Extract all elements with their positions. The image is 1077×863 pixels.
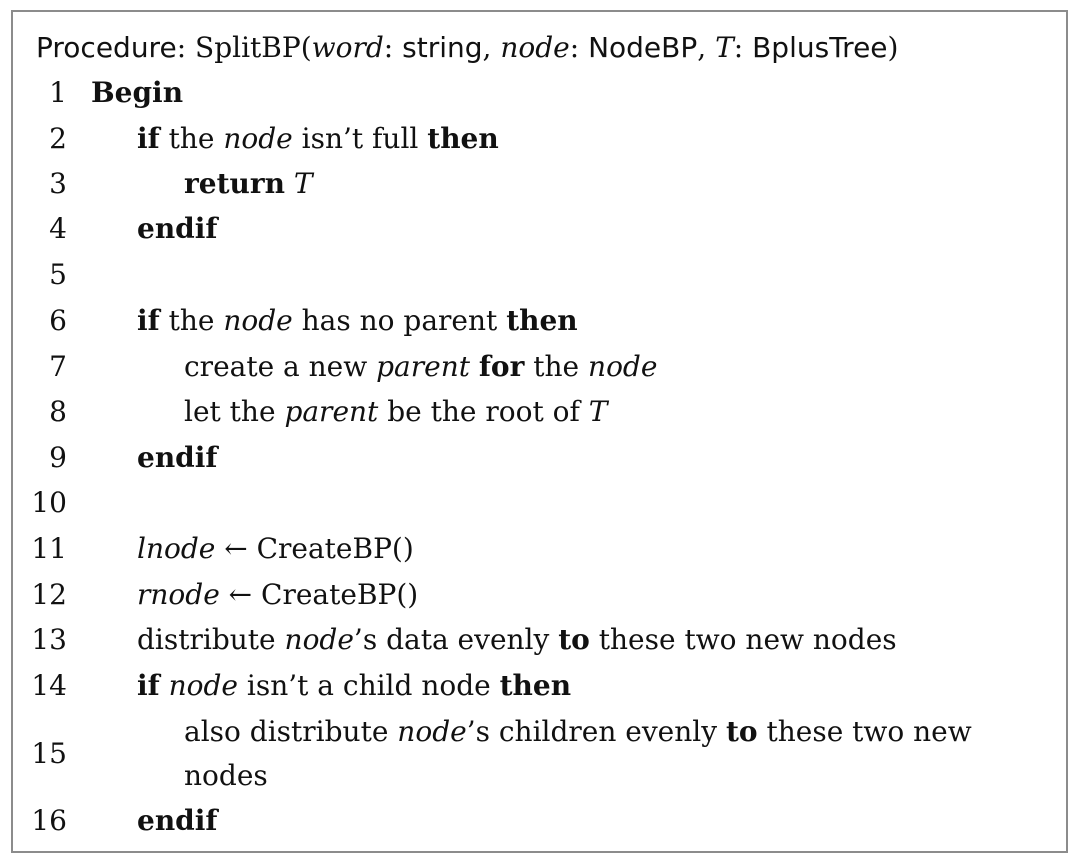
line-number: 2	[49, 122, 67, 155]
variable: node	[284, 623, 354, 656]
text: has no parent	[292, 304, 507, 337]
text: these two new	[757, 715, 972, 748]
code-line-8: let the parent be the root of T	[184, 390, 607, 434]
variable: node	[223, 122, 293, 155]
procedure-header: Procedure: SplitBP(word: string, node: N…	[36, 26, 898, 70]
line-number: 6	[49, 304, 67, 337]
code-line-13: distribute node’s data evenly to these t…	[137, 618, 897, 662]
keyword: if	[137, 122, 160, 155]
keyword: if	[137, 669, 160, 702]
text: ← CreateBP()	[215, 532, 414, 565]
line-number: 9	[49, 441, 67, 474]
line-number: 12	[31, 578, 67, 611]
line-number: 10	[31, 486, 67, 519]
keyword: for	[478, 350, 525, 383]
keyword: then	[427, 122, 499, 155]
param-tree-name: T	[715, 31, 734, 64]
code-line-9: endif	[137, 436, 217, 480]
text	[285, 167, 294, 200]
keyword: to	[725, 715, 758, 748]
procedure-name: SplitBP	[195, 31, 301, 64]
keyword: Begin	[91, 76, 184, 109]
paren-open: (	[300, 31, 312, 64]
line-number: 15	[31, 737, 67, 770]
param-node-type: NodeBP	[588, 31, 698, 64]
text	[470, 350, 479, 383]
variable: parent	[284, 395, 379, 428]
variable: lnode	[137, 532, 216, 565]
code-line-11: lnode ← CreateBP()	[137, 527, 414, 571]
param-node-name: node	[500, 31, 570, 64]
text: ’s children evenly	[466, 715, 726, 748]
line-number: 7	[49, 350, 67, 383]
code-line-6: if the node has no parent then	[137, 299, 578, 343]
param-word-sep: :	[383, 31, 394, 64]
variable: T	[588, 395, 608, 428]
text	[160, 669, 169, 702]
param-word-name: word	[311, 31, 384, 64]
text: these two new nodes	[589, 623, 897, 656]
param-node-sep: :	[569, 31, 580, 64]
text: ← CreateBP()	[219, 578, 419, 611]
keyword: to	[558, 623, 590, 656]
code-line-16: endif	[137, 799, 217, 843]
param-tree-sep: :	[733, 31, 744, 64]
keyword: then	[499, 669, 572, 702]
param-tree-type: BplusTree	[752, 31, 888, 64]
text: distribute	[137, 623, 285, 656]
procedure-colon: :	[176, 31, 187, 64]
code-line-15-continuation: nodes	[184, 754, 268, 798]
variable: node	[223, 304, 293, 337]
text: nodes	[184, 759, 268, 792]
line-number: 16	[31, 804, 67, 837]
line-number: 13	[31, 623, 67, 656]
paren-close: )	[887, 31, 899, 64]
keyword: endif	[137, 212, 218, 245]
text: let the	[184, 395, 285, 428]
line-number: 14	[31, 669, 67, 702]
keyword: if	[137, 304, 160, 337]
variable: rnode	[137, 578, 220, 611]
variable: parent	[376, 350, 470, 383]
code-line-2: if the node isn’t full then	[137, 117, 499, 161]
variable: node	[168, 669, 238, 702]
text: the	[159, 122, 224, 155]
line-number: 11	[31, 532, 67, 565]
line-number: 1	[49, 76, 67, 109]
text: the	[524, 350, 589, 383]
text: be the root of	[378, 395, 589, 428]
procedure-label: Procedure	[36, 31, 177, 64]
variable: T	[293, 167, 313, 200]
line-number: 8	[49, 395, 67, 428]
keyword: return	[184, 167, 285, 200]
text: also distribute	[184, 715, 398, 748]
code-line-14: if node isn’t a child node then	[137, 664, 571, 708]
code-line-15: also distribute node’s children evenly t…	[184, 710, 972, 754]
code-line-12: rnode ← CreateBP()	[137, 573, 418, 617]
code-line-7: create a new parent for the node	[184, 345, 657, 389]
line-number: 5	[49, 258, 67, 291]
code-line-3: return T	[184, 162, 313, 206]
variable: node	[588, 350, 658, 383]
text: the	[159, 304, 224, 337]
line-number: 3	[49, 167, 67, 200]
keyword: endif	[137, 441, 218, 474]
keyword: then	[506, 304, 578, 337]
text: ’s data evenly	[353, 623, 559, 656]
keyword: endif	[137, 804, 218, 837]
text: isn’t full	[292, 122, 428, 155]
text: isn’t a child node	[237, 669, 500, 702]
code-line-1: Begin	[91, 71, 183, 115]
algorithm-box	[11, 10, 1068, 853]
code-line-4: endif	[137, 207, 217, 251]
param-comma-2: ,	[697, 31, 707, 64]
param-comma-1: ,	[482, 31, 492, 64]
text: create a new	[184, 350, 377, 383]
line-number: 4	[49, 212, 67, 245]
param-word-type: string	[402, 31, 483, 64]
variable: node	[397, 715, 467, 748]
